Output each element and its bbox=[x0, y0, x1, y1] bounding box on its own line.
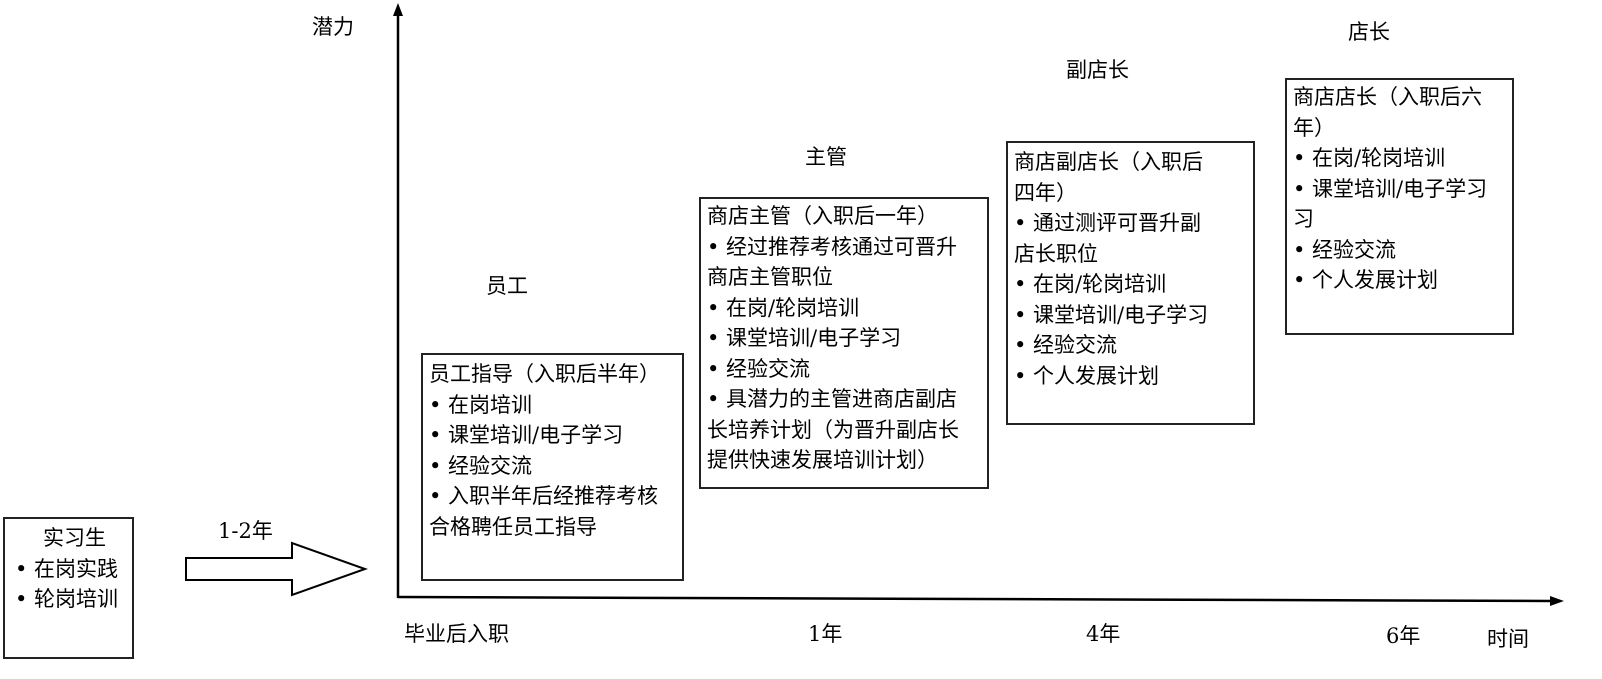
deputy-box-line: • 在岗/轮岗培训 bbox=[1014, 272, 1167, 296]
deputy-box-line: • 个人发展计划 bbox=[1014, 363, 1160, 388]
supervisor-box-line: • 具潜力的主管进商店副店 bbox=[707, 387, 958, 411]
manager-box-line: • 个人发展计划 bbox=[1293, 268, 1439, 292]
deputy-box-title: 商店副店长（入职后 bbox=[1014, 150, 1203, 174]
y-axis-label: 潜力 bbox=[312, 15, 354, 39]
x-axis bbox=[397, 595, 1553, 603]
level-manager: 店长 bbox=[1348, 20, 1390, 44]
employee-box-title: 员工指导（入职后半年） bbox=[429, 362, 660, 386]
supervisor-box-title: 商店主管（入职后一年） bbox=[707, 204, 938, 228]
x-tick-1yr: 1年 bbox=[808, 622, 843, 646]
level-employee: 员工 bbox=[486, 274, 528, 298]
employee-box-line: • 课堂培训/电子学习 bbox=[429, 423, 624, 447]
employee-box-line: • 在岗培训 bbox=[429, 392, 533, 417]
deputy-box-line: 四年） bbox=[1014, 180, 1077, 205]
supervisor-box-line: • 经验交流 bbox=[707, 356, 811, 381]
deputy-box-line: • 课堂培训/电子学习 bbox=[1014, 302, 1209, 327]
manager-box-title: 商店店长（入职后六 bbox=[1293, 85, 1482, 109]
level-deputy: 副店长 bbox=[1066, 58, 1129, 82]
level-supervisor: 主管 bbox=[805, 145, 847, 169]
employee-box-line: • 入职半年后经推荐考核 bbox=[429, 484, 659, 508]
employee-box-line: 合格聘任员工指导 bbox=[429, 514, 597, 539]
x-tick-6yr: 6年 bbox=[1386, 624, 1421, 648]
supervisor-box-line: • 在岗/轮岗培训 bbox=[707, 295, 860, 320]
x-tick-4yr: 4年 bbox=[1086, 622, 1121, 646]
intern-box: 实习生 • 在岗实践 • 轮岗培训 bbox=[3, 517, 134, 659]
supervisor-box-line: 长培养计划（为晋升副店长 bbox=[707, 417, 959, 442]
manager-box-line: 习 bbox=[1293, 207, 1314, 231]
supervisor-box-line: 提供快速发展培训计划） bbox=[707, 448, 938, 472]
employee-box: 员工指导（入职后半年） • 在岗培训 • 课堂培训/电子学习 • 经验交流 • 入职半年… bbox=[421, 353, 684, 581]
supervisor-box: 商店主管（入职后一年） • 经过推荐考核通过可晋升商店主管职位 • 在岗/轮岗培训 •… bbox=[699, 197, 989, 489]
x-tick-start: 毕业后入职 bbox=[404, 622, 509, 646]
block-arrow bbox=[185, 541, 368, 597]
deputy-box-line: 店长职位 bbox=[1014, 241, 1098, 266]
manager-box: 商店店长（入职后六年） • 在岗/轮岗培训 • 课堂培训/电子学习习 • 经验交流 • … bbox=[1285, 78, 1514, 335]
intern-box-line: • 轮岗培训 bbox=[15, 587, 119, 611]
deputy-box-line: • 经验交流 bbox=[1014, 333, 1118, 357]
manager-box-line: • 在岗/轮岗培训 bbox=[1293, 146, 1446, 170]
x-axis-label: 时间 bbox=[1487, 627, 1529, 651]
x-axis-arrowhead bbox=[1550, 596, 1564, 606]
manager-box-line: 年） bbox=[1293, 115, 1335, 140]
deputy-box: 商店副店长（入职后四年） • 通过测评可晋升副店长职位 • 在岗/轮岗培训 • 课堂培… bbox=[1006, 141, 1255, 425]
intern-box-title: 实习生 bbox=[43, 526, 106, 550]
supervisor-box-line: • 经过推荐考核通过可晋升 bbox=[707, 234, 958, 259]
arrow-label: 1-2年 bbox=[218, 519, 273, 543]
deputy-box-line: • 通过测评可晋升副 bbox=[1014, 211, 1202, 235]
intern-box-line: • 在岗实践 bbox=[15, 556, 119, 581]
manager-box-line: • 经验交流 bbox=[1293, 237, 1397, 262]
manager-box-line: • 课堂培训/电子学习 bbox=[1293, 176, 1488, 201]
employee-box-line: • 经验交流 bbox=[429, 453, 533, 478]
supervisor-box-line: 商店主管职位 bbox=[707, 265, 833, 289]
y-axis-arrowhead bbox=[393, 3, 403, 16]
supervisor-box-line: • 课堂培训/电子学习 bbox=[707, 326, 902, 350]
